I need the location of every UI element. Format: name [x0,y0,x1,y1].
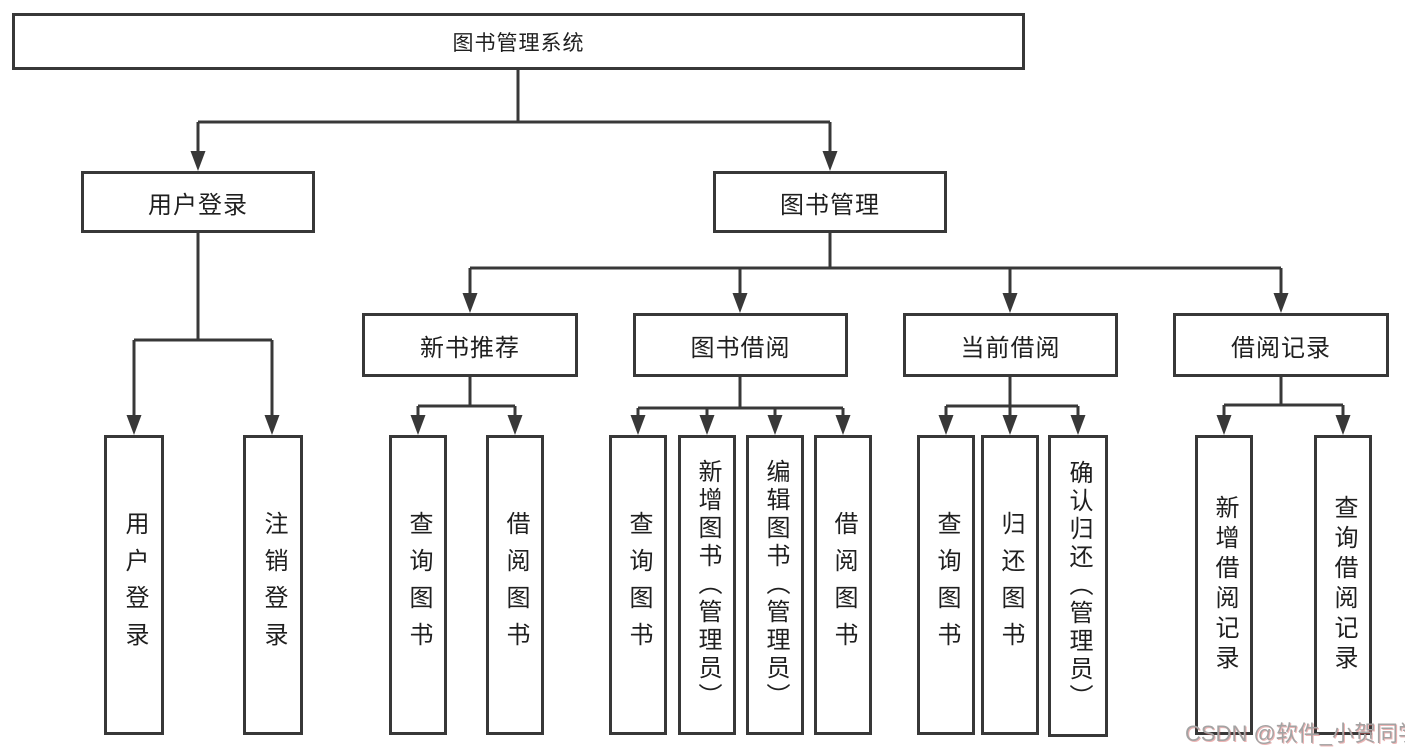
node-root-label: 图书管理系统 [452,31,585,55]
node-current-borrowing-label: 当前借阅 [960,334,1061,362]
arrow-down-icon [767,415,783,435]
leaf-user-login-label: 用户登录 [121,511,148,659]
arrow-down-icon [462,293,478,313]
node-borrowing-records: 借阅记录 [1173,313,1389,377]
arrow-down-icon [1216,415,1232,435]
node-new-book-recommendation: 新书推荐 [362,313,578,377]
leaf-logout: 注销登录 [243,435,303,735]
arrow-down-icon [264,415,280,435]
leaf-edit-book-admin: 编辑图书（管理员） [746,435,804,735]
watermark-text: CSDN @软件_小贺同学 [1185,721,1405,746]
leaf-add-book-admin-label: 新增图书（管理员） [694,459,721,711]
arrow-down-icon [1273,293,1289,313]
leaf-borrow-books-2-label: 借阅图书 [830,511,857,659]
leaf-query-books-2: 查询图书 [609,435,667,735]
node-book-borrowing-label: 图书借阅 [690,334,791,362]
arrow-down-icon [507,415,523,435]
node-user-login: 用户登录 [81,171,315,233]
connector-book-management-to-level3 [468,233,1283,295]
arrow-down-icon [630,415,646,435]
connector-current-borrow-to-leaves [944,377,1080,417]
leaf-borrow-books-1-label: 借阅图书 [502,511,529,659]
leaf-borrow-books-2: 借阅图书 [814,435,872,735]
leaf-return-book-label: 归还图书 [997,511,1024,659]
leaf-edit-book-admin-label: 编辑图书（管理员） [762,459,789,711]
leaf-query-books-3-label: 查询图书 [933,511,960,659]
node-root: 图书管理系统 [12,13,1025,70]
node-book-borrowing: 图书借阅 [633,313,848,377]
leaf-query-borrow-record-label: 查询借阅记录 [1330,495,1357,675]
arrow-down-icon [699,415,715,435]
arrow-down-icon [835,415,851,435]
arrow-down-icon [1070,415,1086,435]
leaf-add-borrow-record-label: 新增借阅记录 [1211,495,1238,675]
arrow-down-icon [1002,293,1018,313]
leaf-confirm-return-admin: 确认归还（管理员） [1048,435,1108,737]
arrow-down-icon [1335,415,1351,435]
leaf-query-books-1-label: 查询图书 [405,511,432,659]
leaf-query-books-2-label: 查询图书 [625,511,652,659]
connector-user-login-to-leaves [132,233,274,417]
arrow-down-icon [822,151,838,171]
connector-root-to-level2 [196,70,832,153]
arrow-down-icon [410,415,426,435]
leaf-return-book: 归还图书 [981,435,1039,735]
connector-borrow-records-to-leaves [1222,377,1345,417]
connector-book-borrow-to-leaves [636,377,845,417]
node-user-login-label: 用户登录 [148,191,248,219]
leaf-user-login: 用户登录 [104,435,164,735]
arrow-down-icon [126,415,142,435]
arrow-down-icon [938,415,954,435]
arrow-down-icon [1002,415,1018,435]
node-new-book-recommendation-label: 新书推荐 [420,334,520,362]
leaf-add-borrow-record: 新增借阅记录 [1195,435,1253,735]
leaf-borrow-books-1: 借阅图书 [486,435,544,735]
node-book-management-label: 图书管理 [780,191,880,219]
leaf-add-book-admin: 新增图书（管理员） [678,435,736,735]
leaf-confirm-return-admin-label: 确认归还（管理员） [1065,460,1092,712]
node-book-management: 图书管理 [713,171,947,233]
node-current-borrowing: 当前借阅 [903,313,1118,377]
leaf-logout-label: 注销登录 [260,511,287,659]
leaf-query-borrow-record: 查询借阅记录 [1314,435,1372,735]
leaf-query-books-3: 查询图书 [917,435,975,735]
node-borrowing-records-label: 借阅记录 [1231,334,1331,362]
arrow-down-icon [732,293,748,313]
arrow-down-icon [190,151,206,171]
leaf-query-books-1: 查询图书 [389,435,447,735]
connector-new-book-to-leaves [416,377,517,417]
